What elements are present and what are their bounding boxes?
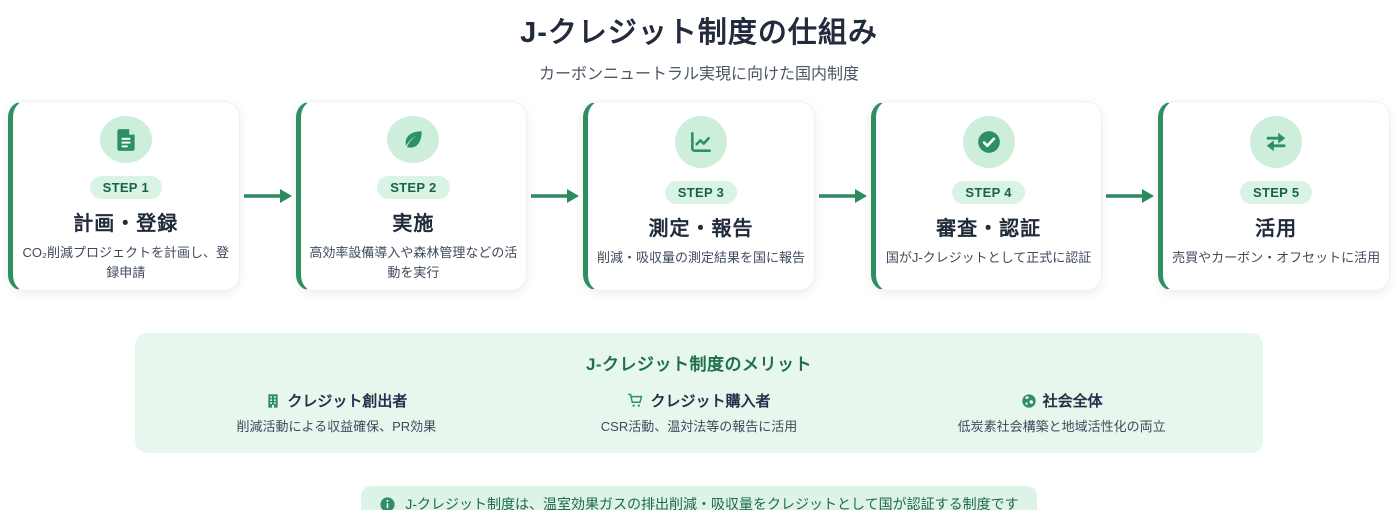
benefits-panel: J-クレジット制度のメリット クレジット創出者 削減活動による収益確保、PR効果…: [135, 333, 1263, 453]
step-card-3: STEP 3 測定・報告 削減・吸収量の測定結果を国に報告: [583, 101, 815, 291]
step-badge: STEP 3: [664, 181, 738, 204]
step-badge: STEP 4: [952, 181, 1025, 204]
document-icon: [113, 127, 139, 153]
benefit-description: 削減活動による収益確保、PR効果: [236, 419, 437, 434]
step-3-icon-circle: [674, 116, 727, 168]
benefit-name: 社会全体: [1042, 393, 1103, 410]
step-card-5: STEP 5 活用 売買やカーボン・オフセットに活用: [1158, 101, 1390, 291]
benefit-name: クレジット創出者: [287, 393, 408, 410]
footnote-text: J-クレジット制度は、温室効果ガスの排出削減・吸収量をクレジットとして国が認証す…: [405, 496, 1019, 510]
benefit-columns: クレジット創出者 削減活動による収益確保、PR効果 クレジット購入者 CSR活動…: [155, 390, 1243, 435]
benefit-name-row: クレジット創出者: [155, 390, 518, 411]
building-icon: [265, 393, 281, 409]
footnote-pill: J-クレジット制度は、温室効果ガスの排出削減・吸収量をクレジットとして国が認証す…: [361, 486, 1037, 510]
benefit-name-row: クレジット購入者: [518, 390, 881, 411]
benefit-description: CSR活動、温対法等の報告に活用: [600, 419, 798, 434]
leaf-icon: [400, 127, 426, 153]
benefit-name-row: 社会全体: [880, 390, 1243, 411]
info-icon: [379, 496, 396, 510]
step-description: 国がJ-クレジットとして正式に認証: [885, 250, 1092, 265]
benefit-item-buyers: クレジット購入者 CSR活動、温対法等の報告に活用: [518, 390, 881, 435]
step-badge: STEP 2: [377, 176, 450, 199]
step-4-icon-circle: [962, 116, 1015, 168]
benefit-item-creators: クレジット創出者 削減活動による収益確保、PR効果: [155, 390, 518, 435]
step-card-4: STEP 4 審査・認証 国がJ-クレジットとして正式に認証: [870, 101, 1103, 291]
steps-row: STEP 1 計画・登録 CO₂削減プロジェクトを計画し、登録申請 STEP 2…: [0, 101, 1398, 291]
step-5-icon-circle: [1250, 116, 1303, 168]
step-description: 売買やカーボン・オフセットに活用: [1172, 250, 1381, 265]
footnote-row: J-クレジット制度は、温室効果ガスの排出削減・吸収量をクレジットとして国が認証す…: [0, 486, 1398, 510]
step-card-1: STEP 1 計画・登録 CO₂削減プロジェクトを計画し、登録申請: [8, 101, 240, 291]
globe-icon: [1021, 393, 1037, 409]
header: J-クレジット制度の仕組み カーボンニュートラル実現に向けた国内制度: [0, 0, 1398, 84]
page-subtitle: カーボンニュートラル実現に向けた国内制度: [538, 66, 859, 83]
benefit-name: クレジット購入者: [650, 393, 771, 410]
step-description: 高効率設備導入や森林管理などの活動を実行: [309, 245, 518, 280]
step-description: 削減・吸収量の測定結果を国に報告: [596, 250, 805, 265]
exchange-arrows-icon: [1263, 129, 1289, 155]
step-2-icon-circle: [387, 116, 440, 163]
step-1-icon-circle: [99, 116, 152, 163]
benefits-title: J-クレジット制度のメリット: [585, 355, 813, 374]
arrow-right-icon: [240, 101, 296, 291]
check-circle-icon: [976, 129, 1002, 155]
arrow-right-icon: [1102, 101, 1158, 291]
step-title: 実施: [392, 213, 435, 235]
cart-icon: [627, 392, 644, 409]
step-title: 審査・認証: [936, 218, 1042, 240]
benefit-description: 低炭素社会構築と地域活性化の両立: [957, 419, 1166, 434]
arrow-right-icon: [815, 101, 871, 291]
step-description: CO₂削減プロジェクトを計画し、登録申請: [22, 245, 230, 280]
benefit-item-society: 社会全体 低炭素社会構築と地域活性化の両立: [880, 390, 1243, 435]
page-title: J-クレジット制度の仕組み: [520, 17, 878, 49]
step-title: 計画・登録: [73, 213, 179, 235]
step-title: 測定・報告: [648, 218, 754, 240]
arrow-right-icon: [527, 101, 583, 291]
step-badge: STEP 1: [89, 176, 162, 199]
chart-line-icon: [688, 129, 714, 155]
step-card-2: STEP 2 実施 高効率設備導入や森林管理などの活動を実行: [295, 101, 528, 291]
step-badge: STEP 5: [1239, 181, 1313, 204]
step-title: 活用: [1255, 218, 1298, 240]
